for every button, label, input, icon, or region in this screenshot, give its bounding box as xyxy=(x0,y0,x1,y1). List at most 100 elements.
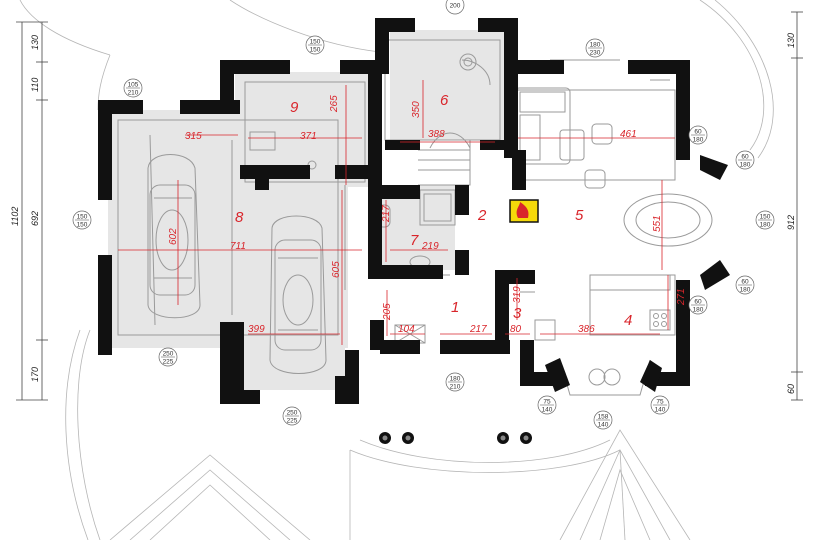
window-badge-height: 180 xyxy=(740,162,751,169)
window-badge-width: 60 xyxy=(694,129,702,136)
walls xyxy=(98,18,730,404)
dim-315: 315 xyxy=(185,131,202,142)
site-landscape-lines xyxy=(19,0,774,540)
window-badge-height: 230 xyxy=(590,50,601,57)
window-badge-width: 60 xyxy=(741,279,749,286)
right-dim-912: 912 xyxy=(786,215,796,230)
window-badges: 2001501501802301052106018060180150180150… xyxy=(72,0,775,430)
window-badge-width: 150 xyxy=(760,214,771,221)
window-badge-width: 60 xyxy=(694,299,702,306)
room-number-4: 4 xyxy=(624,312,632,329)
dim-371: 371 xyxy=(300,131,317,142)
window-badge-width: 250 xyxy=(287,410,298,417)
window-badge-width: 150 xyxy=(310,39,321,46)
dim-399: 399 xyxy=(248,324,265,335)
window-badge-width: 180 xyxy=(450,376,461,383)
window-badge-height: 140 xyxy=(542,407,553,414)
window-badge-width: 75 xyxy=(656,399,664,406)
right-dim-60: 60 xyxy=(786,384,796,394)
window-badge-width: 180 xyxy=(590,42,601,49)
window-badge-height: 180 xyxy=(760,222,771,229)
window-badge-width: 60 xyxy=(741,154,749,161)
dim-388: 388 xyxy=(428,129,445,140)
dim-461: 461 xyxy=(620,129,637,140)
window-badge-height: 225 xyxy=(287,418,298,425)
room-numbers: 1 2 3 4 5 6 7 8 9 xyxy=(235,92,632,329)
right-dim-130: 130 xyxy=(786,33,796,48)
room-number-5: 5 xyxy=(575,207,584,224)
window-badge-height: 180 xyxy=(740,287,751,294)
dim-205: 205 xyxy=(382,303,393,321)
dim-711: 711 xyxy=(230,241,246,252)
window-badge-width: 150 xyxy=(77,214,88,221)
window-badge-height: 210 xyxy=(450,384,461,391)
window-badge-height: 140 xyxy=(598,422,609,429)
window-badge-circle xyxy=(445,0,465,15)
dim-219: 219 xyxy=(421,241,439,252)
room-number-1: 1 xyxy=(451,299,459,316)
car-right xyxy=(269,215,327,374)
desk-chair xyxy=(459,53,477,71)
left-dimension-chain: 130 110 1102 692 170 xyxy=(10,21,48,401)
dim-602: 602 xyxy=(168,228,179,245)
window-badge: 200 xyxy=(445,0,465,15)
dim-605: 605 xyxy=(331,261,342,278)
window-badge-height: 140 xyxy=(655,407,666,414)
dim-319: 319 xyxy=(512,286,523,303)
window-badge-height: 210 xyxy=(128,90,139,97)
room-number-3: 3 xyxy=(513,305,522,322)
dim-217-v: 217 xyxy=(381,205,392,223)
room-number-6: 6 xyxy=(440,92,449,109)
window-badge-width: 200 xyxy=(450,3,461,10)
left-dim-1102: 1102 xyxy=(10,207,20,226)
window-badge-height: 180 xyxy=(693,307,704,314)
window-badge-height: 150 xyxy=(310,47,321,54)
dim-271: 271 xyxy=(676,288,687,306)
window-badge-height: 180 xyxy=(693,137,704,144)
fireplace xyxy=(509,199,539,223)
left-dim-170: 170 xyxy=(30,367,40,382)
left-dim-692: 692 xyxy=(30,211,40,226)
right-dimension-chain: 130 912 60 xyxy=(786,11,803,401)
window-badge-width: 158 xyxy=(598,414,609,421)
left-dim-130: 130 xyxy=(30,35,40,50)
dimension-lines xyxy=(118,80,675,345)
dim-350: 350 xyxy=(411,101,422,118)
room-number-8: 8 xyxy=(235,209,244,226)
dim-386: 386 xyxy=(578,324,595,335)
dim-265: 265 xyxy=(329,95,340,113)
window-badge-height: 150 xyxy=(77,222,88,229)
dim-551: 551 xyxy=(652,215,663,232)
entrance-markers xyxy=(379,432,532,444)
dim-217-h: 217 xyxy=(469,324,487,335)
window-badge-width: 105 xyxy=(128,82,139,89)
window-badge-width: 250 xyxy=(163,351,174,358)
dim-80: 80 xyxy=(510,324,522,335)
room-number-2: 2 xyxy=(477,207,487,224)
left-dim-110: 110 xyxy=(30,78,40,92)
floor-areas xyxy=(108,30,505,390)
dim-104: 104 xyxy=(398,324,415,335)
room-number-7: 7 xyxy=(410,232,419,249)
interior-dimensions: 315 371 265 350 388 461 711 602 605 217 … xyxy=(168,95,687,335)
window-badge-width: 75 xyxy=(543,399,551,406)
car-left xyxy=(147,154,201,319)
window-badge-height: 225 xyxy=(163,359,174,366)
room-number-9: 9 xyxy=(290,99,299,116)
